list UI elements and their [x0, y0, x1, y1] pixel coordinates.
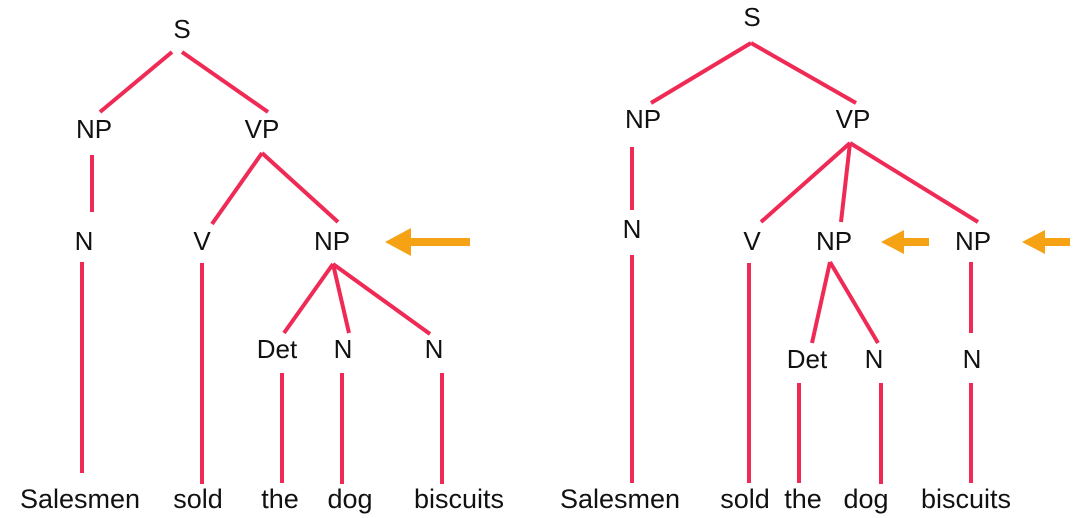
edge-vp-np-2: [848, 141, 980, 224]
edge-vp-np: [260, 151, 340, 224]
node-vp: VP: [245, 114, 280, 144]
edge-s-vp: [180, 50, 270, 114]
left-parse-tree: S NP VP N V NP Det N N Salesmen sold the…: [20, 14, 504, 514]
node-n-subject: N: [75, 226, 94, 256]
word-dog: dog: [843, 484, 888, 514]
word-the: the: [784, 484, 822, 514]
word-sold: sold: [720, 484, 770, 514]
node-np-subject: NP: [76, 114, 112, 144]
right-tree-edges: [630, 41, 980, 484]
edge-vp-v: [759, 141, 852, 224]
node-n-subject: N: [623, 214, 642, 244]
edge-s-np: [98, 50, 174, 114]
right-parse-tree: S NP VP N V NP NP Det N N Salesmen sold …: [560, 2, 1070, 514]
left-tree-edges: [80, 50, 444, 484]
node-s: S: [743, 2, 760, 32]
node-n-biscuits: N: [425, 334, 444, 364]
edge-np-n-dog: [828, 260, 880, 345]
edge-vp-v: [210, 151, 264, 226]
arrow-left-icon: [1022, 230, 1070, 254]
edge-np-det: [282, 262, 335, 335]
arrow-left-icon: [881, 230, 929, 254]
edge-s-np: [649, 41, 753, 105]
arrow-left-icon: [385, 228, 470, 256]
node-v: V: [193, 226, 211, 256]
edge-vp-np-1: [839, 142, 852, 223]
node-np-object-1: NP: [816, 226, 852, 256]
word-salesmen: Salesmen: [560, 484, 680, 514]
word-biscuits: biscuits: [921, 484, 1011, 514]
edge-np-n-dog: [331, 263, 351, 334]
word-the: the: [261, 484, 299, 514]
node-s: S: [173, 14, 190, 44]
node-det: Det: [787, 344, 828, 374]
node-vp: VP: [836, 104, 871, 134]
node-v: V: [743, 226, 761, 256]
node-n-dog: N: [334, 334, 353, 364]
node-np-subject: NP: [625, 104, 661, 134]
edge-np-n-biscuits: [331, 262, 432, 336]
node-n-dog: N: [865, 344, 884, 374]
word-dog: dog: [327, 484, 372, 514]
word-sold: sold: [173, 484, 223, 514]
node-np-object-2: NP: [955, 226, 991, 256]
word-biscuits: biscuits: [414, 484, 504, 514]
node-n-biscuits: N: [963, 344, 982, 374]
node-np-object: NP: [314, 226, 350, 256]
edge-s-vp: [750, 41, 857, 105]
word-salesmen: Salesmen: [20, 484, 140, 514]
edge-np-det: [810, 261, 832, 344]
node-det: Det: [257, 334, 298, 364]
